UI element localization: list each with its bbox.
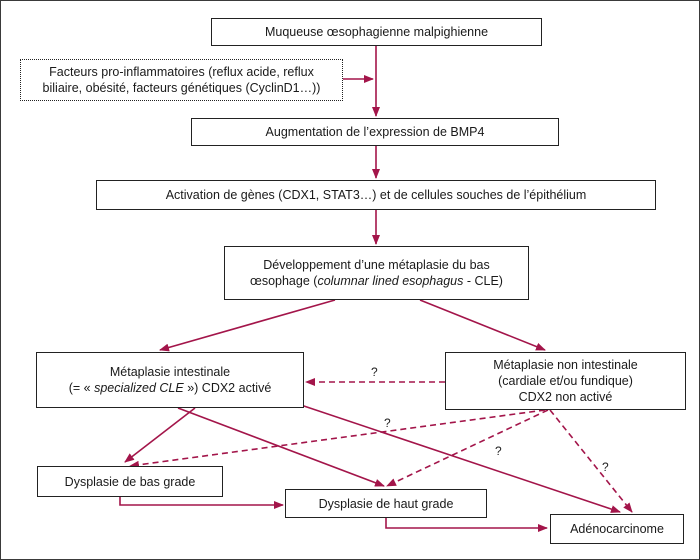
edge-metaint-hautgrade: [177, 407, 385, 487]
edge-dev-metaint: [159, 299, 336, 352]
edge-hautgrade-adeno: [385, 518, 548, 532]
node-developpement-line1: Développement d’une métaplasie du bas: [263, 258, 490, 272]
node-bmp4: Augmentation de l’expression de BMP4: [191, 118, 559, 146]
edge-metaint-basgrade: [124, 407, 196, 463]
node-bmp4-label: Augmentation de l’expression de BMP4: [265, 125, 485, 139]
node-dysplasie-haut-grade: Dysplasie de haut grade: [285, 489, 487, 518]
node-bas-grade-label: Dysplasie de bas grade: [64, 474, 196, 489]
node-metaplasie-non-line1: Métaplasie non intestinale: [493, 358, 638, 372]
node-muqueuse-label: Muqueuse œsophagienne malpighienne: [264, 25, 489, 39]
node-metaplasie-int-line2: (= « specialized CLE ») CDX2 activé: [68, 381, 272, 395]
edge-basgrade-hautgrade: [119, 497, 284, 509]
node-dysplasie-bas-grade: Dysplasie de bas grade: [37, 466, 223, 497]
node-facteurs-line1: Facteurs pro-inflammatoires (reflux acid…: [49, 65, 314, 79]
node-haut-grade-label: Dysplasie de haut grade: [318, 496, 454, 511]
node-developpement: Développement d’une métaplasie du bas œs…: [224, 246, 529, 300]
edge-metaint-adeno: [279, 397, 621, 513]
node-developpement-line2: œsophage (columnar lined esophagus - CLE…: [250, 274, 503, 288]
node-adeno-label: Adénocarcinome: [570, 522, 664, 536]
node-metaplasie-non-line2: (cardiale et/ou fundique): [498, 374, 633, 388]
node-adenocarcinome: Adénocarcinome: [550, 514, 684, 544]
node-facteurs: Facteurs pro-inflammatoires (reflux acid…: [20, 59, 343, 101]
node-metaplasie-int-line1: Métaplasie intestinale: [109, 365, 231, 379]
question-mark-non-to-haut: ?: [495, 444, 502, 458]
node-muqueuse: Muqueuse œsophagienne malpighienne: [211, 18, 542, 46]
node-metaplasie-non-intestinale: Métaplasie non intestinale (cardiale et/…: [445, 352, 686, 410]
node-metaplasie-non-line3: CDX2 non activé: [518, 390, 613, 404]
node-activation: Activation de gènes (CDX1, STAT3…) et de…: [96, 180, 656, 210]
question-mark-non-to-int: ?: [371, 365, 378, 379]
edge-metanon-basgrade: [129, 409, 546, 469]
question-mark-non-to-bas: ?: [384, 416, 391, 430]
edge-metanon-hautgrade: [386, 409, 549, 487]
node-metaplasie-intestinale: Métaplasie intestinale (= « specialized …: [36, 352, 304, 408]
node-activation-label: Activation de gènes (CDX1, STAT3…) et de…: [165, 188, 587, 202]
question-mark-non-to-adeno: ?: [602, 460, 609, 474]
edge-metanon-adeno: [549, 409, 633, 513]
edge-dev-metanon: [419, 299, 546, 351]
node-facteurs-line2: biliaire, obésité, facteurs génétiques (…: [42, 81, 321, 95]
